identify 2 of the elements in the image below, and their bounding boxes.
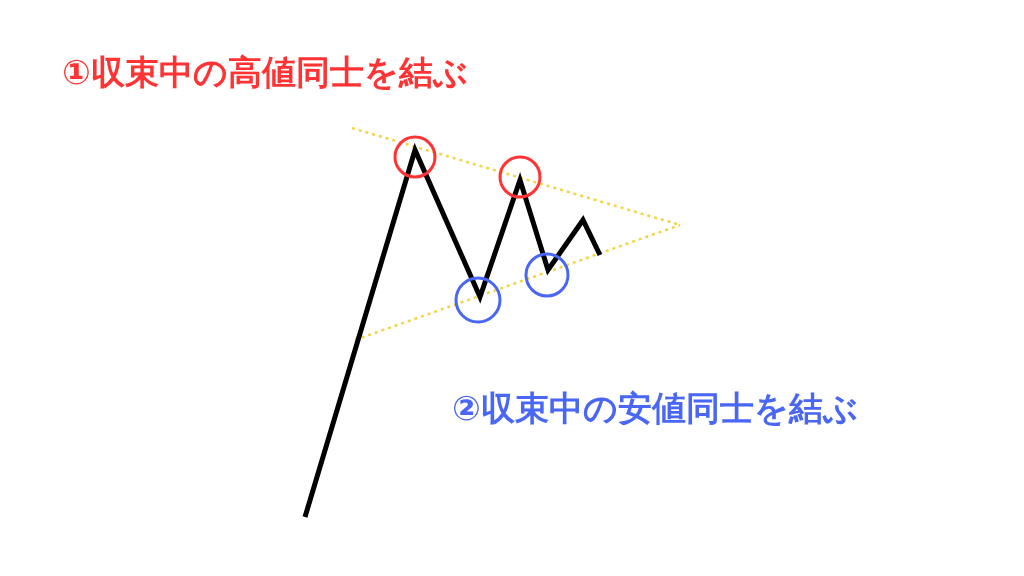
annotation-text: ①収束中の高値同士を結ぶ xyxy=(62,52,468,93)
annotation-text: ②収束中の安値同士を結ぶ xyxy=(452,388,858,429)
